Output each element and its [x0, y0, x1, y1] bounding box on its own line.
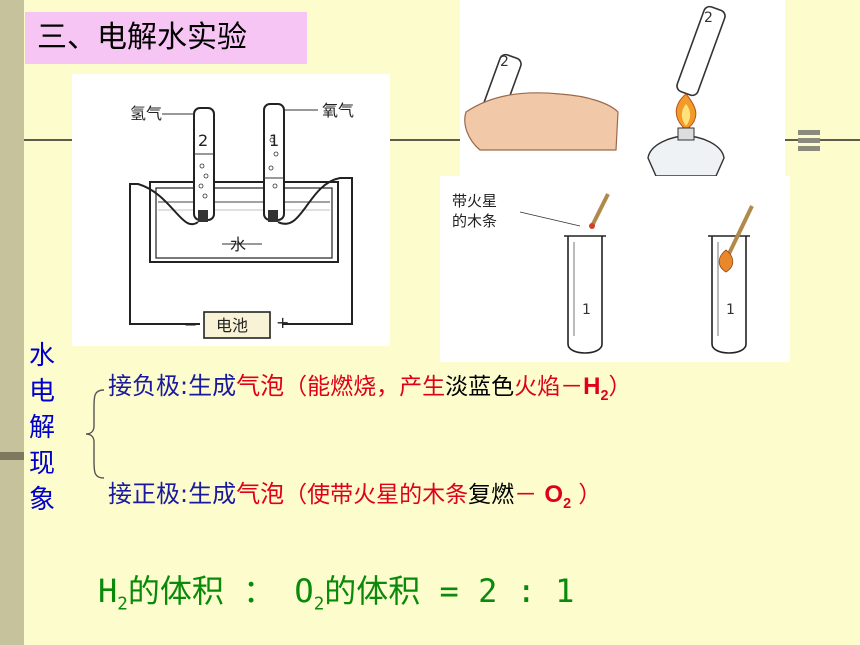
ratio-h-sub: 2	[117, 594, 128, 615]
ratio-h: H	[98, 572, 118, 610]
splint-label-line1: 带火星	[452, 192, 497, 210]
electrolysis-phenomena-label: 水 电 解 现 象	[28, 338, 56, 518]
side-label-char: 现	[28, 449, 55, 479]
decor-strip-marker	[0, 452, 24, 460]
hand-flame-drawing: 2 2	[464, 5, 726, 177]
positive-open-paren: （	[284, 482, 308, 508]
negative-bubble: 气泡	[236, 372, 285, 400]
decor-bars	[798, 130, 820, 154]
positive-bubble: 气泡	[236, 480, 285, 508]
left-decor-strip	[0, 0, 24, 645]
negative-gas: H	[583, 373, 601, 400]
tube-number-1a: 1	[582, 302, 591, 318]
battery-plus: +	[276, 313, 289, 332]
side-label-char: 解	[28, 413, 55, 443]
ratio-left-text: 的体积	[127, 572, 224, 610]
negative-close-paren: ）	[608, 374, 632, 400]
ratio-o: O	[294, 572, 314, 610]
splint-label-line2: 的木条	[452, 212, 497, 230]
positive-gas-sub: 2	[563, 495, 572, 512]
ratio-o-sub: 2	[313, 594, 325, 615]
electrolysis-apparatus-figure: 氢气 氧气 2 1 水 电池 − +	[72, 74, 390, 346]
slide-title: 三、电解水实验	[25, 12, 307, 64]
apparatus-drawing: 氢气 氧气 2 1 水 电池 − +	[129, 101, 354, 339]
side-label-char: 象	[28, 485, 55, 515]
positive-part1: 使带火星的木条	[307, 482, 469, 508]
negative-prefix: 接负极:生成	[108, 372, 237, 400]
volume-ratio: H2的体积 ： O2的体积 = 2 : 1	[98, 566, 574, 614]
hydrogen-label: 氢气	[130, 104, 162, 123]
hydrogen-test-figure: 2 2	[460, 0, 785, 182]
negative-open-paren: （	[284, 374, 308, 400]
positive-part2: 复燃	[468, 482, 515, 508]
negative-gas-sub: 2	[600, 387, 609, 404]
tube-number-1b: 1	[726, 302, 735, 318]
tube-right-number: 1	[269, 131, 279, 150]
side-label-char: 电	[28, 377, 55, 407]
negative-part1: 能燃烧，产生	[307, 374, 446, 400]
battery-minus: −	[184, 315, 197, 334]
oxygen-test-figure: 带火星 的木条 1 1	[440, 176, 790, 362]
water-label: 水	[230, 235, 246, 254]
positive-part3: －	[514, 482, 545, 508]
decor-divider-line	[24, 139, 860, 141]
ratio-right-text: 的体积 = 2 : 1	[324, 572, 575, 610]
side-label-char: 水	[28, 341, 55, 371]
splint-drawing: 带火星 的木条 1 1	[452, 192, 754, 354]
ratio-colon: ：	[223, 572, 295, 610]
tube-left-number: 2	[198, 131, 208, 150]
negative-part2: 淡蓝色	[445, 374, 515, 400]
positive-close-paren: ）	[571, 482, 602, 508]
oxygen-label: 氧气	[322, 101, 354, 120]
positive-prefix: 接正极:生成	[108, 480, 237, 508]
battery-label: 电池	[216, 316, 248, 335]
tube-number-2b: 2	[704, 10, 713, 26]
positive-gas: O	[544, 481, 564, 508]
positive-electrode-line: 接正极:生成气泡（使带火星的木条复燃－ O2 ）	[108, 474, 601, 512]
negative-part3: 火焰－	[514, 374, 584, 400]
curly-brace	[85, 389, 105, 479]
tube-number-2a: 2	[500, 54, 509, 70]
negative-electrode-line: 接负极:生成气泡（能燃烧，产生淡蓝色火焰－H2）	[108, 366, 631, 404]
